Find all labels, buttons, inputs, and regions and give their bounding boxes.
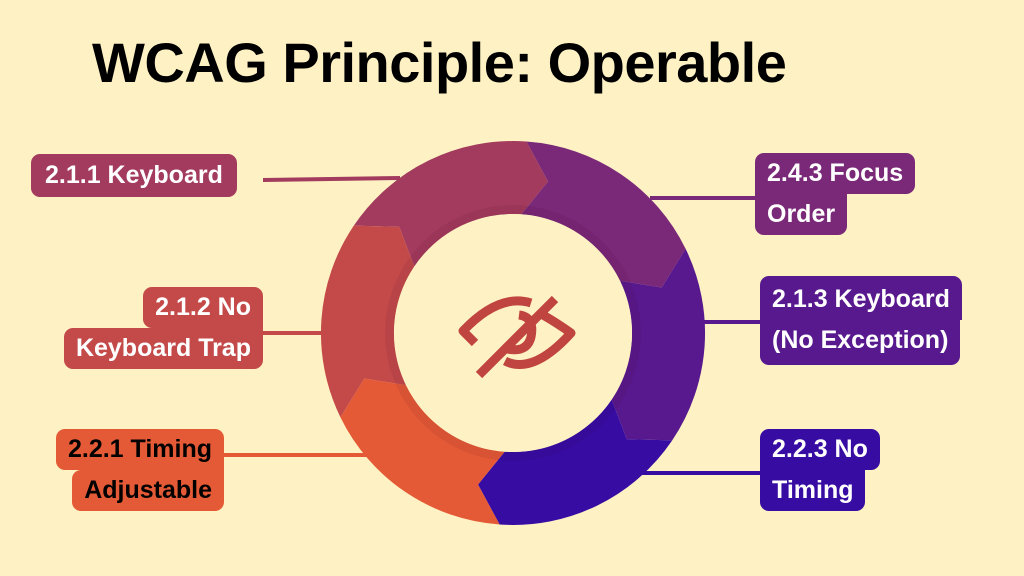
criterion-line: Order — [755, 194, 848, 235]
criterion-2-2-1: 2.2.1 Timing Adjustable — [34, 429, 224, 511]
criterion-line: Adjustable — [72, 470, 224, 511]
center-circle — [394, 214, 632, 452]
ring-segment-2-4-3 — [521, 141, 686, 288]
criterion-2-1-1: 2.1.1 Keyboard — [31, 154, 237, 197]
criterion-line: 2.2.3 No — [760, 429, 880, 470]
cycle-ring — [320, 141, 706, 525]
ring-segment-2-1-2 — [320, 225, 415, 418]
criterion-line: 2.1.2 No — [143, 287, 263, 328]
criterion-line: Keyboard Trap — [63, 328, 263, 369]
page-title: WCAG Principle: Operable — [92, 31, 787, 94]
ring-segment-2-2-3 — [478, 399, 673, 525]
criterion-2-2-3: 2.2.3 No Timing — [760, 429, 880, 511]
ring-segment-2-2-1 — [340, 378, 505, 525]
eye-slash-icon — [458, 295, 576, 379]
criterion-2-1-3: 2.1.3 Keyboard (No Exception) — [760, 276, 962, 365]
criterion-line: 2.2.1 Timing — [55, 429, 224, 470]
criterion-line: 2.1.3 Keyboard — [760, 276, 962, 320]
criterion-line: (No Exception) — [760, 320, 961, 365]
connectors — [224, 176, 760, 475]
criterion-2-4-3: 2.4.3 Focus Order — [755, 153, 916, 235]
criterion-line: 2.4.3 Focus — [755, 153, 916, 194]
ring-segment-2-1-1 — [353, 141, 548, 267]
criterion-2-1-2: 2.1.2 No Keyboard Trap — [32, 287, 263, 369]
ring-segment-2-1-3 — [611, 248, 706, 441]
connector-2-1-1 — [262, 176, 401, 182]
criterion-line: 2.1.1 Keyboard — [31, 154, 237, 197]
criterion-line: Timing — [760, 470, 866, 511]
